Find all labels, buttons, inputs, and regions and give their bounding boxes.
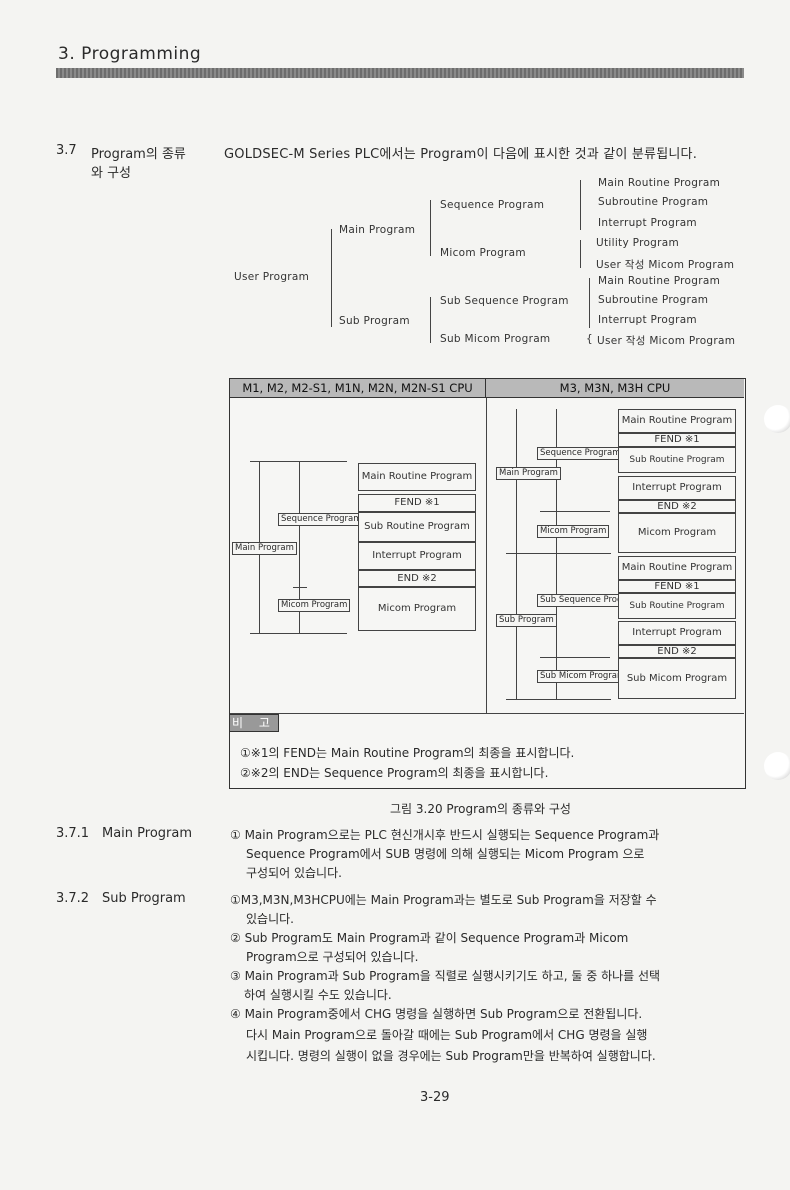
sub372-line: ③ Main Program과 Sub Program을 직렬로 실행시키기도 … [230, 969, 661, 983]
sub371-line: Sequence Program에서 SUB 명령에 의해 실행되는 Micom… [246, 847, 645, 861]
ref-line [250, 633, 347, 634]
section-title-cont: 와 구성 [91, 166, 132, 181]
divider [230, 713, 744, 714]
sub372-line: ④ Main Program중에서 CHG 명령을 실행하면 Sub Progr… [230, 1007, 643, 1021]
label-r-sub-sequence: Sub Sequence Program [537, 594, 643, 607]
sub372-line: 시킵니다. 명령의 실행이 없을 경우에는 Sub Program만을 반복하여… [246, 1049, 656, 1063]
tree-leaf: Subroutine Program [598, 196, 709, 208]
sub372-title: Sub Program [102, 891, 186, 906]
bracket [580, 180, 581, 230]
arrow-line [516, 409, 517, 699]
tree-leaf: Main Routine Program [598, 177, 721, 189]
tree-micom: Micom Program [440, 247, 526, 259]
sub372-line: 하여 실행시킬 수도 있습니다. [244, 988, 392, 1002]
ref-line [506, 553, 611, 554]
punch-hole [764, 752, 790, 780]
row-interrupt: Interrupt Program [358, 542, 476, 570]
section-number: 3.7 [56, 143, 77, 158]
sub372-line: 있습니다. [246, 912, 294, 926]
tree-leaf: User 작성 Micom Program [596, 259, 735, 271]
r-sub-row-main-routine: Main Routine Program [618, 556, 736, 580]
ref-line [506, 699, 611, 700]
ref-line [540, 657, 610, 658]
section-title: Program의 종류 [91, 147, 186, 162]
tree-sub-sequence: Sub Sequence Program [440, 295, 569, 307]
arrow-line [556, 409, 557, 699]
arrow-line [299, 461, 300, 633]
tree-leaf: Main Routine Program [598, 275, 721, 287]
bracket [331, 229, 332, 327]
label-r-sub-micom: Sub Micom Program [537, 670, 629, 683]
bracket [430, 200, 431, 256]
note-tag: 비 고 [229, 714, 279, 732]
tree-main: Main Program [339, 224, 416, 236]
r-row-fend: FEND ※1 [618, 433, 736, 447]
tree-sub: Sub Program [339, 315, 410, 327]
sub371-number: 3.7.1 [56, 826, 90, 841]
r-row-interrupt: Interrupt Program [618, 476, 736, 500]
bracket [580, 240, 581, 268]
r-sub-row-micom: Sub Micom Program [618, 658, 736, 699]
right-cpu-header: M3, M3N, M3H CPU [486, 379, 744, 398]
sub372-number: 3.7.2 [56, 891, 90, 906]
divider [486, 398, 487, 713]
figure-caption: 그림 3.20 Program의 종류와 구성 [390, 802, 571, 816]
sub371-title: Main Program [102, 826, 193, 841]
r-row-sub-routine: Sub Routine Program [618, 447, 736, 473]
program-structure-figure: M1, M2, M2-S1, M1N, M2N, M2N-S1 CPU M3, … [229, 378, 746, 789]
label-r-micom: Micom Program [537, 525, 610, 538]
left-cpu-header: M1, M2, M2-S1, M1N, M2N, M2N-S1 CPU [230, 379, 486, 398]
sub371-line: ① Main Program으로는 PLC 현신개시후 반드시 실행되는 Seq… [230, 828, 660, 842]
row-micom: Micom Program [358, 587, 476, 631]
r-sub-row-fend: FEND ※1 [618, 580, 736, 593]
sub372-line: Program으로 구성되어 있습니다. [246, 950, 419, 964]
ref-line [293, 587, 307, 588]
sub371-line: 구성되어 있습니다. [246, 866, 342, 880]
tree-leaf: Subroutine Program [598, 294, 709, 306]
row-fend: FEND ※1 [358, 494, 476, 512]
bracket [430, 297, 431, 343]
tree-sub-micom: Sub Micom Program [440, 333, 551, 345]
label-r-sequence: Sequence Program [537, 447, 624, 460]
tree-root: User Program [234, 271, 310, 283]
r-row-end: END ※2 [618, 500, 736, 513]
chapter-title: 3. Programming [58, 44, 202, 64]
r-row-main-routine: Main Routine Program [618, 409, 736, 433]
punch-hole [764, 405, 790, 433]
row-sub-routine: Sub Routine Program [358, 512, 476, 542]
page-number: 3-29 [420, 1090, 450, 1105]
section-intro: GOLDSEC-M Series PLC에서는 Program이 다음에 표시한… [224, 147, 698, 162]
tree-leaf: Utility Program [596, 237, 680, 249]
tree-leaf: Interrupt Program [598, 217, 697, 229]
label-sequence: Sequence Program [278, 513, 365, 526]
ref-line [250, 461, 347, 462]
label-r-main: Main Program [496, 467, 561, 480]
r-sub-row-interrupt: Interrupt Program [618, 621, 736, 645]
r-sub-row-sub-routine: Sub Routine Program [618, 593, 736, 619]
label-micom: Micom Program [278, 599, 351, 612]
note-1: ①※1의 FEND는 Main Routine Program의 최종을 표시합… [240, 746, 575, 760]
chapter-rule [56, 68, 744, 78]
label-main: Main Program [232, 542, 297, 555]
sub372-line: 다시 Main Program으로 돌아갈 때에는 Sub Program에서 … [246, 1028, 648, 1042]
tree-leaf-brace: { [586, 333, 593, 345]
label-r-sub: Sub Program [496, 614, 557, 627]
sub372-line: ①M3,M3N,M3HCPU에는 Main Program과는 별도로 Sub … [230, 893, 657, 907]
tree-leaf: Interrupt Program [598, 314, 697, 326]
sub372-line: ② Sub Program도 Main Program과 같이 Sequence… [230, 931, 629, 945]
tree-sequence: Sequence Program [440, 199, 545, 211]
bracket [589, 278, 590, 328]
r-row-micom: Micom Program [618, 513, 736, 553]
row-main-routine: Main Routine Program [358, 463, 476, 491]
row-end: END ※2 [358, 570, 476, 587]
ref-line [540, 511, 610, 512]
note-2: ②※2의 END는 Sequence Program의 최종을 표시합니다. [240, 766, 549, 780]
tree-leaf: User 작성 Micom Program [597, 335, 736, 347]
r-sub-row-end: END ※2 [618, 645, 736, 658]
